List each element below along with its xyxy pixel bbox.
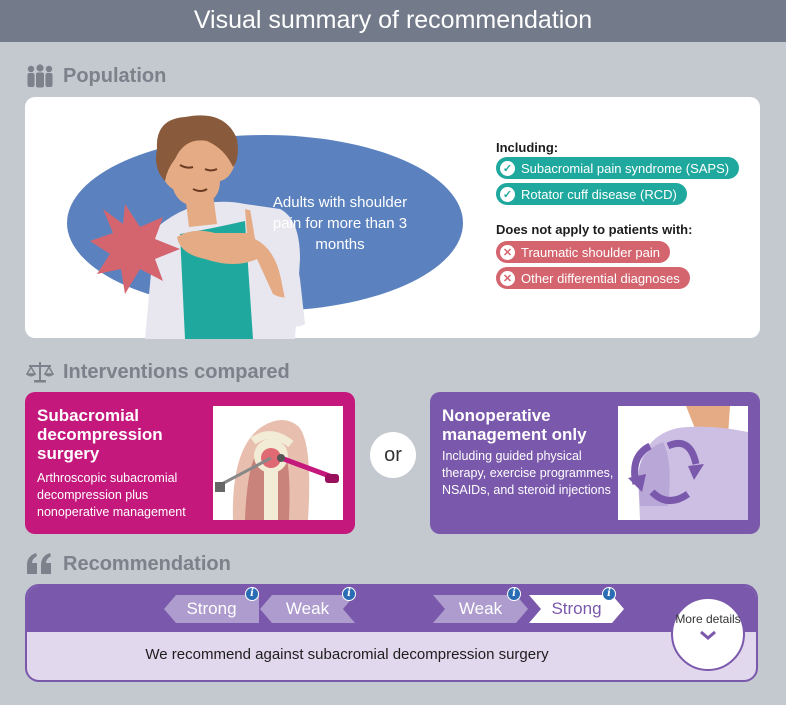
page-title: Visual summary of recommendation [0, 0, 786, 42]
surgery-card: Subacromial decompression surgery Arthro… [25, 392, 355, 534]
excluding-label: Does not apply to patients with: [496, 222, 693, 237]
nonoperative-description: Including guided physical therapy, exerc… [442, 449, 614, 497]
surgery-description: Arthroscopic subacromial decompression p… [37, 471, 186, 519]
check-icon: ✓ [500, 186, 515, 202]
scale-label: Weak [458, 599, 503, 618]
including-item-label: Rotator cuff disease (RCD) [521, 186, 677, 202]
interventions-heading: Interventions compared [25, 358, 290, 386]
nonoperative-title: Nonoperative management only [442, 406, 587, 444]
cross-icon: ✕ [500, 244, 515, 260]
recommendation-heading-label: Recommendation [63, 552, 231, 575]
excluding-item-label: Other differential diagnoses [521, 270, 680, 286]
interventions-heading-label: Interventions compared [63, 360, 290, 383]
info-icon[interactable]: i [342, 587, 356, 601]
including-item-saps: ✓ Subacromial pain syndrome (SAPS) [496, 157, 740, 179]
scale-weak-for[interactable]: Weak [260, 595, 355, 623]
scale-label: Strong [186, 599, 237, 618]
recommendation-card: Strong Weak Weak Strong i i i i We recom… [25, 584, 758, 682]
shoulder-rotation-illustration [618, 406, 748, 520]
check-icon: ✓ [500, 160, 515, 176]
more-details-label: More details [675, 612, 741, 626]
scale-label: Strong [551, 599, 602, 618]
including-item-rcd: ✓ Rotator cuff disease (RCD) [496, 183, 687, 205]
cross-icon: ✕ [500, 270, 515, 286]
recommendation-scale-bar [27, 586, 756, 632]
or-separator: or [370, 432, 416, 478]
quote-icon [27, 553, 51, 574]
info-icon[interactable]: i [245, 587, 259, 601]
population-heading: Population [25, 62, 166, 90]
population-description: Adults with shoulder pain for more than … [272, 194, 408, 253]
patient-illustration [90, 115, 305, 339]
recommendation-text: We recommend against subacromial decompr… [145, 646, 549, 663]
scale-strong-for[interactable]: Strong [164, 595, 259, 623]
scales-icon [25, 362, 55, 383]
including-label: Including: [496, 140, 559, 155]
population-card: Adults with shoulder pain for more than … [25, 97, 760, 339]
recommendation-heading: Recommendation [25, 550, 231, 578]
nonoperative-card: Nonoperative management only Including g… [430, 392, 760, 534]
surgery-title: Subacromial decompression surgery [37, 406, 163, 463]
including-item-label: Subacromial pain syndrome (SAPS) [521, 160, 730, 176]
excluding-item-label: Traumatic shoulder pain [521, 244, 660, 260]
excluding-item-differential: ✕ Other differential diagnoses [496, 267, 690, 289]
population-heading-label: Population [63, 64, 167, 87]
more-details-button[interactable]: More details [671, 597, 745, 671]
scale-label: Weak [285, 599, 330, 618]
shoulder-surgery-illustration [213, 406, 343, 520]
people-icon [27, 64, 53, 88]
info-icon[interactable]: i [507, 587, 521, 601]
chevron-down-icon [700, 630, 716, 640]
info-icon[interactable]: i [602, 587, 616, 601]
excluding-item-traumatic: ✕ Traumatic shoulder pain [496, 241, 670, 263]
